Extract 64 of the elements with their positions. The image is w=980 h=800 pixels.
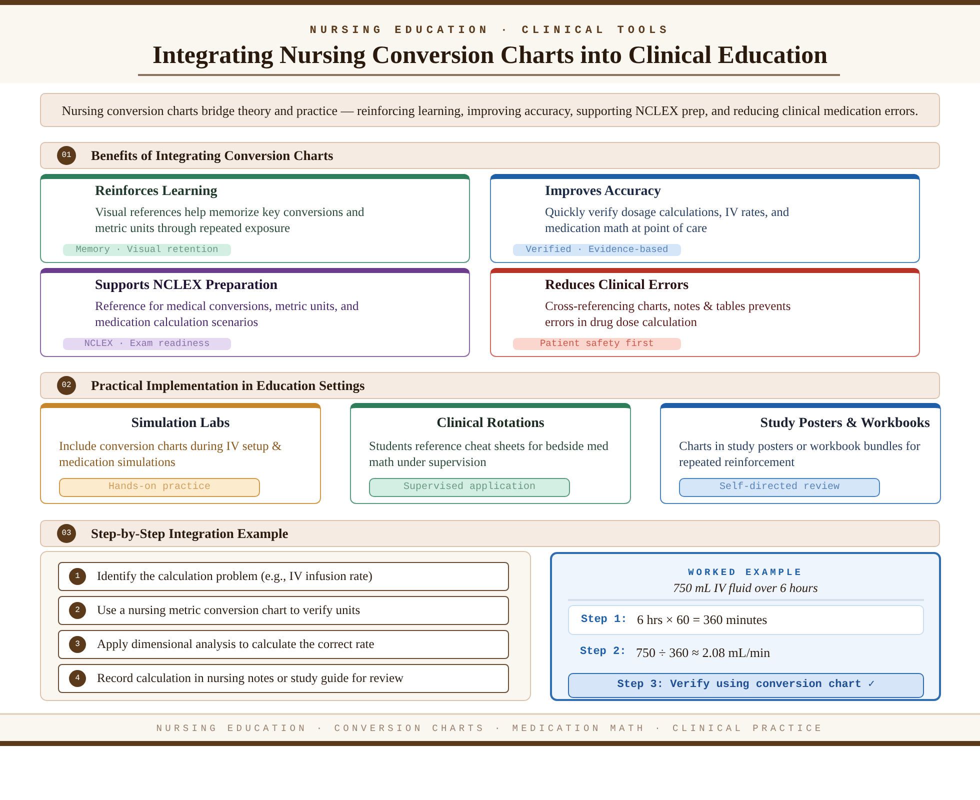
- summary-text: Nursing conversion charts bridge theory and practice — reinforcing learning, improving accuracy, supporting NCLEX prep, and reducing clinical medication errors.: [60, 103, 920, 119]
- step-row: [58, 630, 509, 659]
- section-number-badge: 01: [57, 146, 76, 165]
- panel-subtitle: 750 mL IV fluid over 6 hours: [672, 581, 819, 596]
- section-number-badge: 03: [57, 524, 76, 543]
- step-number-badge: 3: [69, 636, 86, 653]
- card-heading: Supports NCLEX Preparation: [95, 278, 278, 294]
- benefit-card: [40, 403, 321, 504]
- card-description: Visual references help memorize key conversions and metric units through repeated exposure: [95, 204, 365, 236]
- section-heading: Step-by-Step Integration Example: [91, 526, 288, 542]
- card-description: Reference for medical conversions, metric units, and medication calculation scenarios: [95, 298, 360, 330]
- step-number-badge: 1: [69, 568, 86, 585]
- benefit-card: [490, 174, 920, 263]
- step-label: Step 1:: [581, 614, 628, 626]
- card-heading: Reduces Clinical Errors: [545, 278, 689, 294]
- card-heading: Clinical Rotations: [436, 416, 546, 432]
- benefit-card: [660, 403, 941, 504]
- panel-kicker: WORKED EXAMPLE: [687, 567, 804, 578]
- steps-panel: [40, 551, 531, 701]
- summary-box: [40, 93, 940, 127]
- tag-pill: Hands-on practice: [59, 478, 260, 497]
- step-label: Step 2:: [580, 646, 626, 658]
- section-heading: Benefits of Integrating Conversion Charts: [91, 148, 334, 164]
- calculation-text: 750 ÷ 360 ≈ 2.08 mL/min: [636, 645, 770, 661]
- card-description: Students reference cheat sheets for bedside med math under supervision: [369, 438, 610, 470]
- step-text: Use a nursing metric conversion chart to verify units: [97, 603, 360, 618]
- step-text: Record calculation in nursing notes or study guide for review: [97, 671, 404, 686]
- tag-pill: Self-directed review: [679, 478, 880, 497]
- section-number-badge: 02: [57, 376, 76, 395]
- tag-pill: Memory · Visual retention: [63, 244, 231, 256]
- tag-pill: Patient safety first: [513, 338, 681, 350]
- card-heading: Improves Accuracy: [545, 184, 661, 200]
- card-heading: Simulation Labs: [130, 416, 231, 432]
- title: Integrating Nursing Conversion Charts into Clinical Education: [151, 42, 829, 70]
- step-text: Apply dimensional analysis to calculate the correct rate: [97, 637, 374, 652]
- kicker-text: NURSING EDUCATION · CLINICAL TOOLS: [308, 25, 672, 37]
- section-heading: Practical Implementation in Education Settings: [91, 378, 365, 394]
- section-header-bar: [40, 372, 940, 399]
- calculation-box: [568, 605, 924, 635]
- card-description: Cross-referencing charts, notes & tables prevents errors in drug dose calculation: [545, 298, 792, 330]
- card-description: Include conversion charts during IV setup & medication simulations: [59, 438, 283, 470]
- card-description: Quickly verify dosage calculations, IV rates, and medication math at point of care: [545, 204, 790, 236]
- benefit-card: [350, 403, 631, 504]
- step-row: [58, 664, 509, 693]
- footer-text: NURSING EDUCATION · CONVERSION CHARTS · MEDICATION MATH · CLINICAL PRACTICE: [155, 723, 825, 734]
- calculation-text: 6 hrs × 60 = 360 minutes: [637, 612, 768, 628]
- section-header-bar: [40, 520, 940, 547]
- step-number-badge: 4: [69, 670, 86, 687]
- step-row: [58, 562, 509, 591]
- verify-step-box: Step 3: Verify using conversion chart ✓: [568, 673, 924, 698]
- tag-pill: NCLEX · Exam readiness: [63, 338, 231, 350]
- section-header-bar: [40, 142, 940, 169]
- card-heading: Reinforces Learning: [95, 184, 218, 200]
- benefit-card: [490, 268, 920, 357]
- benefit-card: [40, 268, 470, 357]
- step-text: Identify the calculation problem (e.g., IV infusion rate): [97, 569, 372, 584]
- worked-example-panel: [550, 552, 941, 701]
- step-row: [58, 596, 509, 625]
- tag-pill: Verified · Evidence-based: [513, 244, 681, 256]
- tag-pill: Supervised application: [369, 478, 570, 497]
- card-description: Charts in study posters or workbook bundles for repeated reinforcement: [679, 438, 922, 470]
- card-heading: Study Posters & Workbooks: [760, 416, 930, 432]
- step-number-badge: 2: [69, 602, 86, 619]
- benefit-card: [40, 174, 470, 263]
